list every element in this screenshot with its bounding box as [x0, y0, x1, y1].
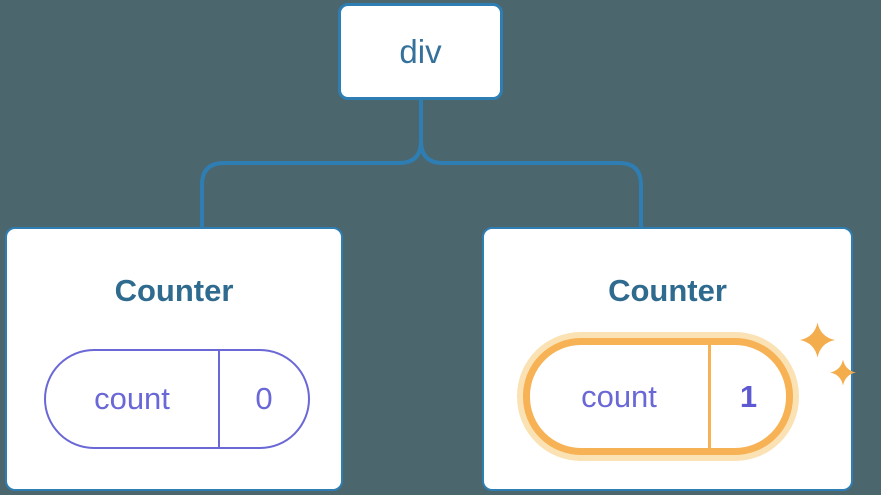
connector-left-branch — [200, 100, 423, 228]
counter-card-left: Counter count 0 — [5, 227, 343, 491]
root-node-div: div — [338, 3, 503, 100]
root-node-label: div — [399, 32, 442, 70]
state-value: 1 — [739, 378, 758, 414]
sparkle-small — [830, 359, 856, 386]
component-title: Counter — [114, 273, 234, 308]
state-value: 0 — [255, 381, 273, 416]
state-pill-highlighted: count 1 — [523, 338, 793, 455]
state-pill: count 0 — [44, 349, 310, 449]
state-key: count — [530, 345, 711, 448]
connector-right-branch — [419, 100, 643, 228]
sparkles-icon — [800, 322, 856, 386]
component-title: Counter — [608, 273, 727, 308]
counter-card-right: Counter count 1 — [482, 227, 853, 491]
state-key: count — [46, 351, 220, 447]
sparkle-large — [800, 322, 835, 358]
